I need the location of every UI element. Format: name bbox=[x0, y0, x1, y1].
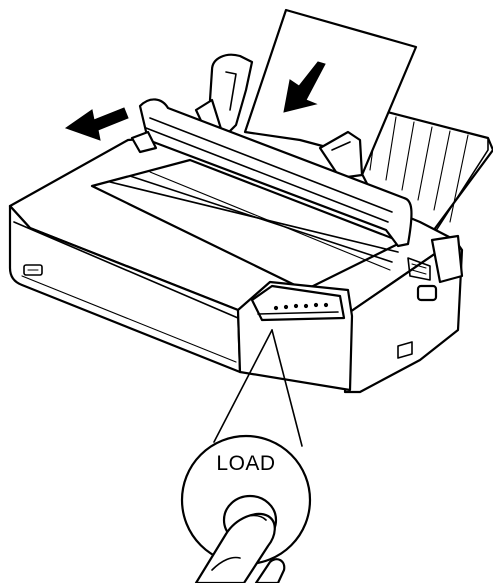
control-panel bbox=[236, 280, 354, 392]
arrow-left-icon bbox=[64, 107, 129, 141]
finger-icon bbox=[194, 512, 286, 583]
arrow-down-icon bbox=[283, 61, 326, 113]
load-button-label: LOAD bbox=[216, 452, 275, 475]
sheet-guide-cover bbox=[130, 98, 413, 248]
platen-area bbox=[90, 158, 404, 292]
callout-leader bbox=[213, 329, 303, 447]
platen-knob bbox=[397, 234, 464, 359]
